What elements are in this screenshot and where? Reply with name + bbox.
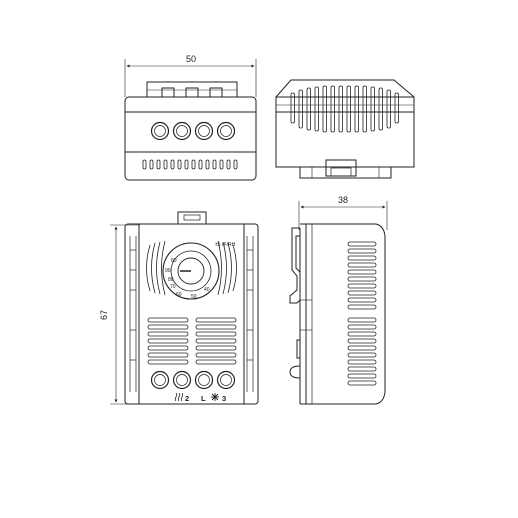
front-view: 67 ±5 rF/RH 80 9 (99, 211, 259, 405)
dial-scale-label: 60 (176, 292, 182, 298)
dial-scale-label: 40 (204, 287, 210, 293)
dial-legend: ±5 rF/RH (215, 242, 236, 248)
heating-icon (174, 392, 184, 402)
terminal-2-label: 2 (185, 394, 189, 403)
top-view: 50 (124, 54, 257, 181)
dial-scale-label: 80 (168, 277, 174, 283)
dial-scale-label: 90 (165, 268, 171, 274)
cooling-icon (211, 393, 219, 401)
terminal-3-label: 3 (222, 394, 226, 403)
dial-scale-label: 50 (191, 294, 197, 300)
side-view: 38 (289, 195, 388, 405)
height-dimension-label: 67 (99, 310, 109, 320)
dial-scale-label: 80 (171, 258, 177, 264)
depth-dimension-label: 38 (338, 195, 348, 205)
terminal-l-label: L (201, 394, 206, 403)
dial-scale-label: 70 (170, 284, 176, 290)
width-dimension-label: 50 (186, 54, 196, 64)
rear-top-view (275, 79, 415, 179)
